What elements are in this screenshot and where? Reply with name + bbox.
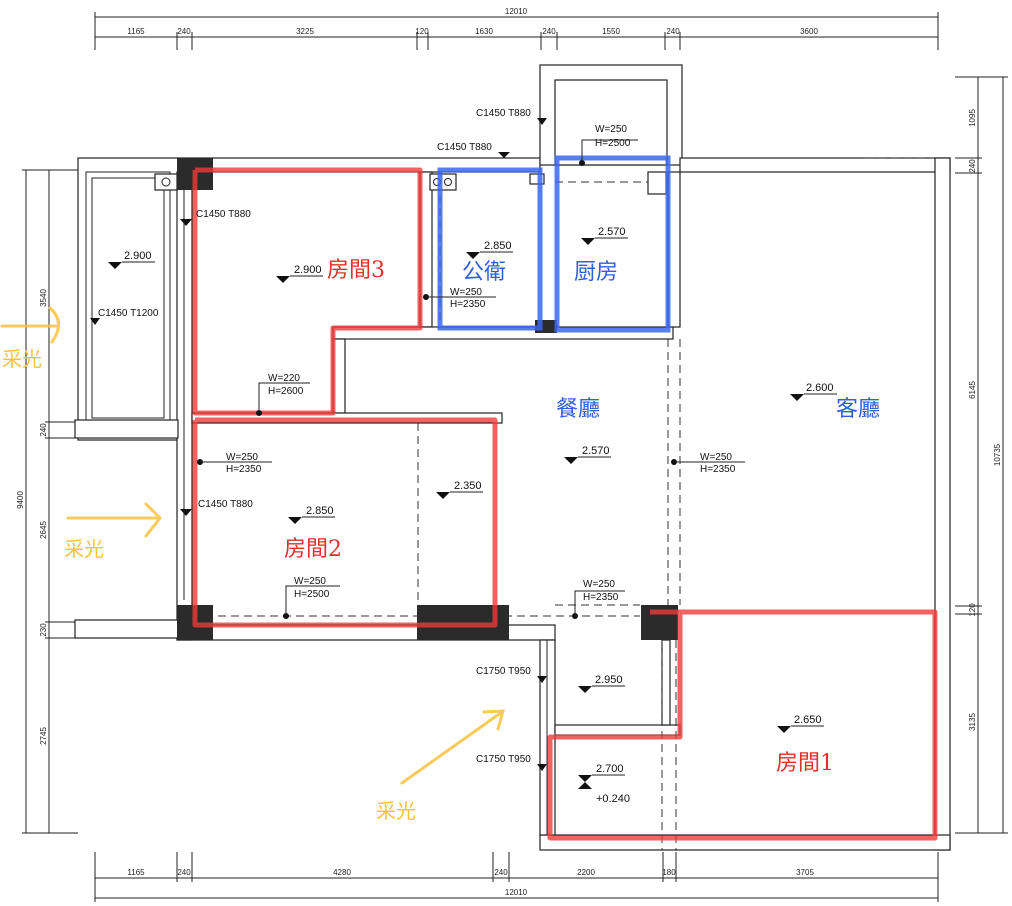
level-markers: 2.900 2.900 2.850 2.570 2.600 2.570 2.85… — [108, 226, 837, 805]
dim-bottom: 2200 — [577, 868, 595, 877]
dim-top: 3600 — [800, 27, 818, 36]
room-label-room2: 房間2 — [284, 537, 342, 562]
window-note: C1750 T950 — [476, 754, 531, 765]
daylight-label: 采光 — [64, 537, 104, 561]
dim-top: 120 — [415, 27, 429, 36]
daylight-label: 采光 — [2, 347, 42, 371]
daylight-arrow-icon: 采光 — [0, 306, 60, 371]
dim-left: 240 — [39, 423, 48, 437]
door-notes: W=250 H=2500 W=250 H=2350 W=220 H=2600 W… — [197, 124, 745, 619]
kitchen-outline — [554, 155, 671, 333]
level-room2: 2.850 — [306, 505, 334, 517]
level-lower-bath: 2.700 — [596, 763, 624, 775]
dim-left: 3540 — [39, 289, 48, 307]
dim-right: 3135 — [968, 713, 977, 731]
level-bathroom: 2.850 — [484, 240, 512, 252]
dim-top: 240 — [177, 27, 191, 36]
door-note: W=250 — [294, 576, 326, 587]
bathroom-outline — [437, 167, 543, 331]
room-label-living: 客廳 — [836, 397, 880, 422]
dim-top: 3225 — [296, 27, 314, 36]
dim-top-total: 12010 — [505, 7, 528, 16]
dim-top: 240 — [542, 27, 556, 36]
window-note: C1450 T1200 — [98, 308, 159, 319]
dim-top: 1550 — [602, 27, 620, 36]
window-notes: C1450 T880 C1450 T880 C1450 T880 C1450 T… — [90, 108, 547, 771]
dim-bottom: 3705 — [796, 868, 814, 877]
dim-left: 2745 — [39, 727, 48, 745]
door-note: H=2350 — [450, 299, 486, 310]
walls — [74, 64, 951, 851]
dim-top: 1630 — [475, 27, 493, 36]
right-dimensions: 1095 240 6145 120 3135 10735 — [955, 76, 1008, 834]
door-note: W=250 — [700, 452, 732, 463]
dim-bottom-total: 12010 — [505, 888, 528, 897]
dim-right: 1095 — [968, 109, 977, 127]
door-note: H=2350 — [583, 592, 619, 603]
dim-bottom: 1165 — [127, 868, 145, 877]
door-note: W=220 — [268, 373, 300, 384]
door-note: H=2350 — [226, 464, 262, 475]
dim-left-total: 9400 — [16, 491, 25, 509]
dim-right: 6145 — [968, 381, 977, 399]
bottom-dimensions: 1165 240 4280 240 2200 180 3705 12010 — [94, 852, 939, 902]
dim-bottom: 4280 — [333, 868, 351, 877]
dim-right-total: 10735 — [993, 443, 1002, 466]
level-room3: 2.900 — [294, 264, 322, 276]
daylight-arrow-icon: 采光 — [376, 709, 506, 823]
level-kitchen: 2.570 — [598, 226, 626, 238]
door-note: W=250 — [595, 124, 627, 135]
window-note: C1450 T880 — [476, 108, 531, 119]
dim-right: 120 — [968, 603, 977, 617]
room-label-dining: 餐廳 — [556, 397, 600, 422]
level-closet: 2.350 — [454, 480, 482, 492]
door-note: W=250 — [450, 287, 482, 298]
dim-bottom: 240 — [494, 868, 508, 877]
door-note: W=250 — [226, 452, 258, 463]
level-balcony: 2.900 — [124, 250, 152, 262]
dim-right: 240 — [968, 159, 977, 173]
door-note: H=2350 — [700, 464, 736, 475]
room-label-room1: 房間1 — [776, 751, 834, 776]
dim-left: 2645 — [39, 521, 48, 539]
dim-bottom: 180 — [662, 868, 676, 877]
room1-outline — [547, 609, 938, 841]
level-dining: 2.570 — [582, 445, 610, 457]
daylight-arrow-icon: 采光 — [64, 502, 162, 561]
level-lower-bath-offset: +0.240 — [596, 793, 630, 805]
dim-left: 230 — [39, 623, 48, 637]
level-lower-room: 2.950 — [595, 674, 623, 686]
dim-bottom: 240 — [177, 868, 191, 877]
level-living: 2.600 — [806, 382, 834, 394]
door-note: H=2500 — [294, 589, 330, 600]
window-note: C1450 T880 — [196, 209, 251, 220]
room-label-bathroom: 公衛 — [462, 260, 506, 285]
room2-outline — [192, 417, 498, 628]
daylight-label: 采光 — [376, 799, 416, 823]
window-note: C1450 T880 — [437, 142, 492, 153]
room-label-kitchen: 厨房 — [574, 260, 618, 285]
room-label-room3: 房間3 — [327, 258, 385, 283]
room3-outline — [192, 167, 423, 416]
dim-top: 1165 — [127, 27, 145, 36]
door-note: H=2600 — [268, 386, 304, 397]
level-room1: 2.650 — [794, 714, 822, 726]
left-dimensions: 3540 240 2645 230 2745 9400 — [16, 169, 78, 834]
door-note: W=250 — [583, 579, 615, 590]
top-dimensions: 12010 1165 240 3225 120 1630 240 1550 24… — [94, 7, 939, 50]
dim-top: 240 — [666, 27, 680, 36]
window-note: C1450 T880 — [198, 499, 253, 510]
window-note: C1750 T950 — [476, 666, 531, 677]
door-note: H=2500 — [595, 138, 631, 149]
